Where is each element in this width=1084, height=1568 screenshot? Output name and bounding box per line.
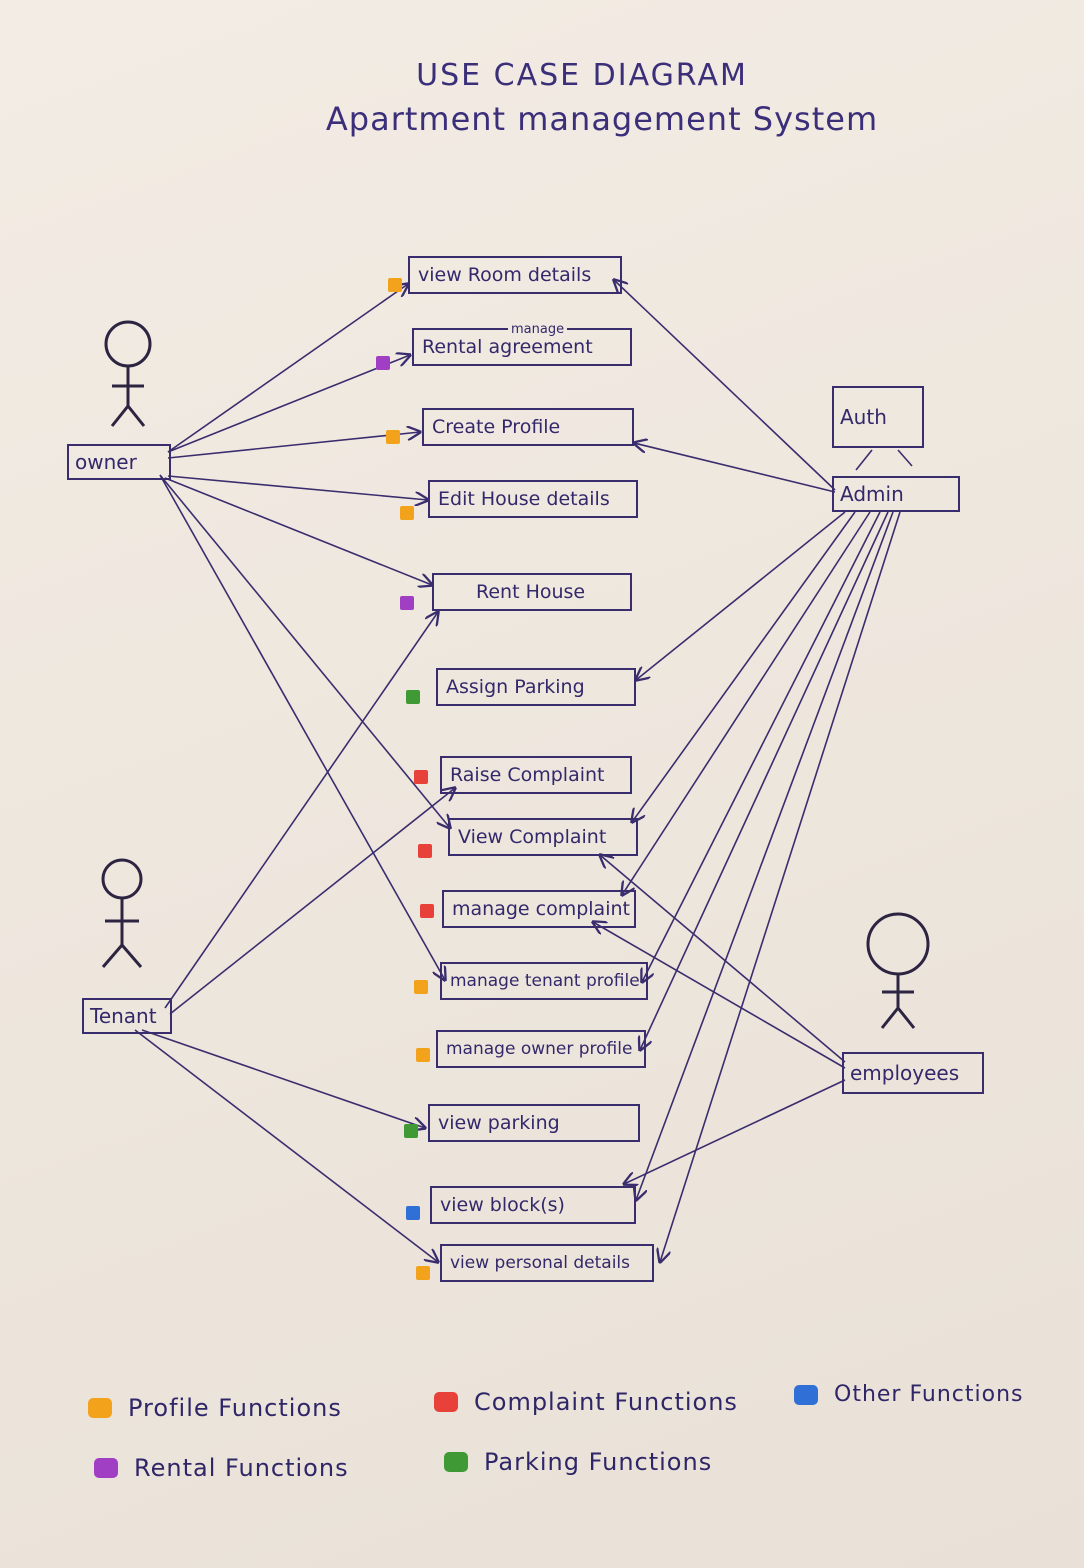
- employees-to-view-block: [624, 1079, 846, 1184]
- category-marker: [388, 278, 402, 292]
- admin-to-view-block: [636, 511, 894, 1200]
- category-marker: [406, 1206, 420, 1220]
- legend-complaint: Complaint Functions: [434, 1388, 738, 1416]
- category-marker: [400, 596, 414, 610]
- rental-manage-note: manage: [508, 322, 568, 337]
- legend-swatch: [88, 1398, 112, 1418]
- legend-swatch: [434, 1392, 458, 1412]
- owner-to-manage-tenant: [159, 474, 445, 980]
- actor-employees[interactable]: employees: [842, 1052, 984, 1094]
- category-marker: [406, 690, 420, 704]
- legend-swatch: [444, 1452, 468, 1472]
- category-marker: [386, 430, 400, 444]
- tenant-to-view-parking: [141, 1029, 425, 1128]
- usecase-create-profile[interactable]: Create Profile: [422, 408, 634, 446]
- employees-to-manage-complaint: [593, 922, 846, 1069]
- usecase-view-room-details[interactable]: view Room details: [408, 256, 622, 294]
- category-marker: [418, 844, 432, 858]
- legend-swatch: [94, 1458, 118, 1478]
- employees-to-view-complaint: [600, 855, 846, 1063]
- employees-stick-figure-icon: [866, 912, 930, 1029]
- legend-parking: Parking Functions: [444, 1448, 712, 1476]
- owner-to-create-profile: [167, 432, 420, 459]
- diagram-title: USE CASE DIAGRAM: [416, 58, 748, 93]
- admin-to-manage-tenant: [642, 511, 881, 982]
- actor-admin[interactable]: Admin: [832, 476, 960, 512]
- owner-to-view-room: [167, 284, 408, 453]
- tenant-to-rent-house: [164, 612, 438, 1009]
- admin-to-manage-complaint: [622, 511, 871, 895]
- usecase-assign-parking[interactable]: Assign Parking: [436, 668, 636, 706]
- usecase-rent-house[interactable]: Rent House: [432, 573, 632, 611]
- admin-to-personal-details: [660, 511, 901, 1262]
- tenant-stick-figure-icon: [101, 858, 143, 968]
- owner-to-view-complaint: [159, 474, 450, 828]
- auth-leg-left: [855, 449, 873, 471]
- legend-label: Other Functions: [834, 1382, 1024, 1407]
- admin-to-manage-owner: [640, 511, 889, 1050]
- usecase-edit-house-details[interactable]: Edit House details: [428, 480, 638, 518]
- diagram-subtitle: Apartment management System: [325, 100, 879, 138]
- tenant-to-raise-complaint: [169, 788, 455, 1015]
- usecase-manage-tenant-profile[interactable]: manage tenant profile: [440, 962, 648, 1000]
- admin-to-create-profile: [634, 443, 836, 493]
- legend-profile: Profile Functions: [88, 1394, 342, 1422]
- category-marker: [404, 1124, 418, 1138]
- usecase-view-parking[interactable]: view parking: [428, 1104, 640, 1142]
- usecase-view-personal-details[interactable]: view personal details: [440, 1244, 654, 1282]
- usecase-raise-complaint[interactable]: Raise Complaint: [440, 756, 632, 794]
- usecase-manage-owner-profile[interactable]: manage owner profile: [436, 1030, 646, 1068]
- admin-to-view-room: [614, 280, 836, 491]
- usecase-view-blocks[interactable]: view block(s): [430, 1186, 636, 1224]
- usecase-manage-complaint[interactable]: manage complaint: [442, 890, 636, 928]
- actor-owner[interactable]: owner: [67, 444, 171, 480]
- legend-label: Complaint Functions: [474, 1388, 738, 1416]
- owner-to-rent-house: [164, 477, 432, 585]
- tenant-to-personal-details: [134, 1029, 438, 1262]
- auth-system[interactable]: Auth: [832, 386, 924, 448]
- owner-to-edit-house: [167, 475, 428, 500]
- category-marker: [420, 904, 434, 918]
- category-marker: [416, 1266, 430, 1280]
- legend-swatch: [794, 1384, 818, 1405]
- category-marker: [414, 770, 428, 784]
- usecase-view-complaint[interactable]: View Complaint: [448, 818, 638, 856]
- legend-other: Other Functions: [794, 1382, 1024, 1407]
- owner-to-rental: [167, 355, 410, 453]
- category-marker: [414, 980, 428, 994]
- legend-label: Rental Functions: [134, 1454, 349, 1482]
- admin-to-view-complaint: [632, 511, 856, 822]
- admin-to-assign-parking: [636, 511, 846, 680]
- category-marker: [416, 1048, 430, 1062]
- legend-label: Profile Functions: [128, 1394, 342, 1422]
- legend-rental: Rental Functions: [94, 1454, 349, 1482]
- auth-leg-right: [897, 449, 913, 467]
- legend-label: Parking Functions: [484, 1448, 713, 1476]
- category-marker: [400, 506, 414, 520]
- owner-stick-figure-icon: [104, 320, 152, 427]
- usecase-label: Rental agreement: [422, 336, 593, 358]
- actor-tenant[interactable]: Tenant: [82, 998, 172, 1034]
- category-marker: [376, 356, 390, 370]
